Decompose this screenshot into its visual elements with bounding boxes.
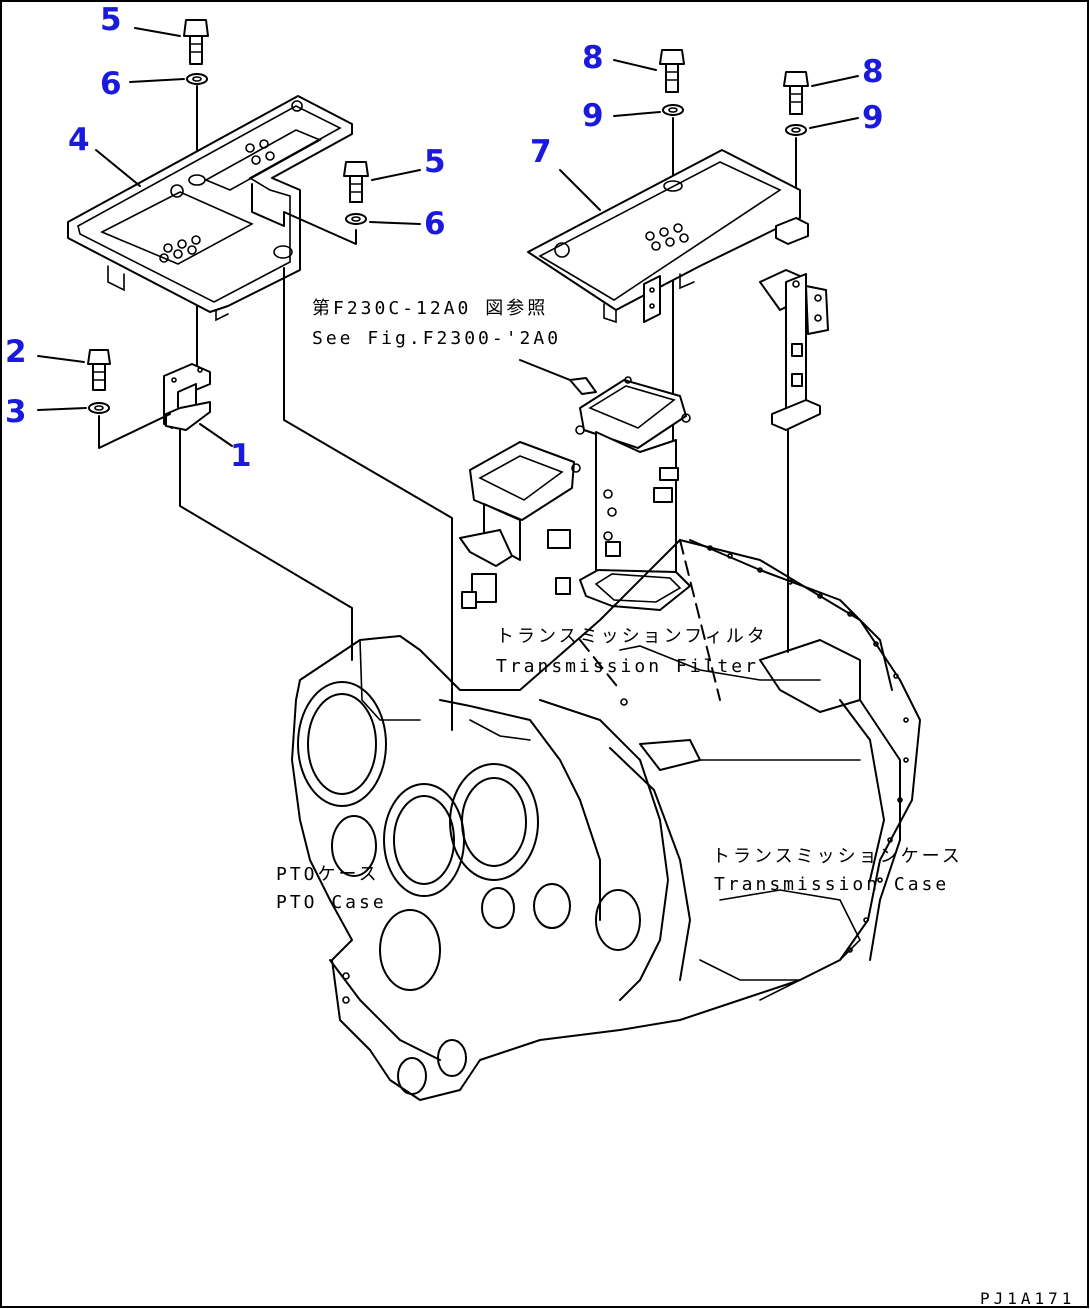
washer-6-left[interactable] [186, 73, 208, 85]
callout-6-middle: 6 [424, 206, 446, 242]
bolt-8-right[interactable] [783, 71, 809, 115]
washer-3[interactable] [88, 402, 110, 414]
cover-plate-7[interactable] [527, 149, 809, 324]
washer-9-center[interactable] [662, 104, 684, 116]
filter-bracket[interactable] [759, 269, 829, 431]
callout-6-top: 6 [100, 66, 122, 102]
reference-label-jp: 第F230C-12A0 図参照 [312, 298, 548, 319]
filter-label-en: Transmission Filter [496, 656, 759, 677]
callout-4: 4 [68, 122, 90, 158]
callout-9-right: 9 [862, 100, 884, 136]
callout-8-right: 8 [862, 54, 884, 90]
drawing-code: PJ1A171 [980, 1289, 1075, 1308]
callout-5-middle: 5 [424, 144, 446, 180]
washer-9-right[interactable] [785, 124, 807, 136]
pto-label-jp: PTOケース [276, 864, 380, 885]
reference-label-en: See Fig.F2300-'2A0 [312, 328, 561, 349]
pto-label-en: PTO Case [276, 892, 387, 913]
callout-8-center: 8 [582, 40, 604, 76]
transmission-case-label-en: Transmission Case [714, 874, 949, 895]
bolt-5-middle[interactable] [343, 161, 369, 203]
callout-5-top: 5 [100, 2, 122, 38]
callout-7: 7 [530, 134, 552, 170]
callout-1: 1 [230, 438, 252, 474]
transmission-case-label-jp: トランスミッションケース [712, 846, 963, 867]
bracket-1[interactable] [163, 363, 211, 431]
callout-3: 3 [5, 394, 27, 430]
callout-9-center: 9 [582, 98, 604, 134]
bolt-8-center[interactable] [659, 49, 685, 93]
small-filter-housing[interactable] [459, 441, 581, 609]
bolt-2[interactable] [87, 349, 111, 391]
cover-plate-4[interactable] [67, 95, 353, 322]
transmission-case[interactable] [291, 539, 921, 1101]
bolt-5-left[interactable] [183, 19, 209, 65]
washer-6-middle[interactable] [345, 213, 367, 225]
flange-bolt-holes [342, 545, 909, 1004]
transmission-filter[interactable] [575, 376, 691, 611]
callout-2: 2 [5, 334, 27, 370]
filter-label-jp: トランスミッションフィルタ [496, 626, 768, 647]
